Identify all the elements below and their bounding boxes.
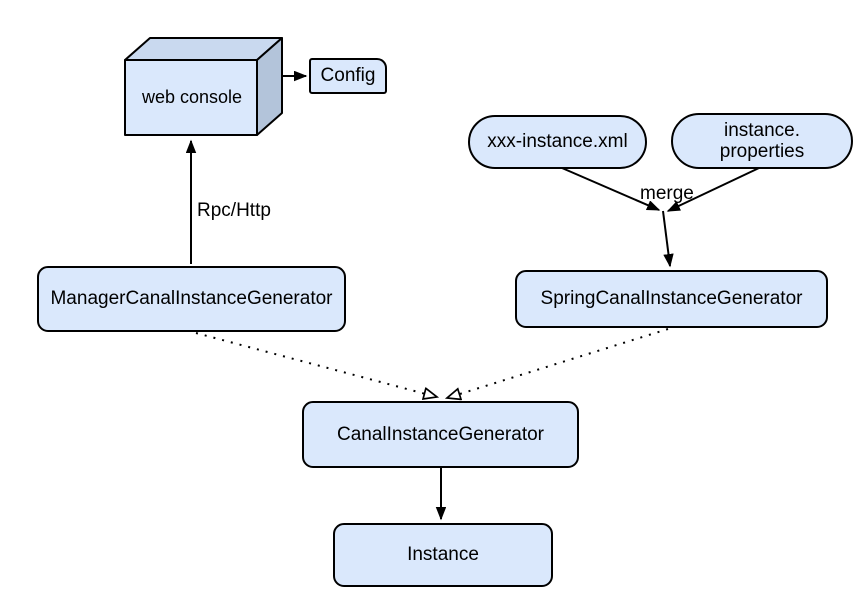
- web-console-cube-front: [124, 59, 258, 136]
- edge-spring-canal-generalization: [447, 328, 669, 398]
- node-xxx-instance-xml: xxx-instance.xml: [468, 115, 647, 169]
- node-spring-canal-instance-generator: SpringCanalInstanceGenerator: [515, 270, 828, 328]
- edge-xml-merge: [561, 167, 659, 211]
- web-console-cube: [124, 37, 283, 136]
- edge-label-merge: merge: [640, 183, 694, 204]
- node-config: Config: [309, 58, 387, 94]
- web-console-cube-top: [124, 37, 283, 61]
- node-instance: Instance: [333, 523, 553, 587]
- edge-merge-spring: [662, 210, 670, 266]
- node-manager-canal-instance-generator: ManagerCanalInstanceGenerator: [37, 266, 346, 332]
- node-web-console-label: web console: [141, 87, 243, 107]
- edge-manager-canal-generalization: [195, 332, 437, 397]
- node-canal-instance-generator: CanalInstanceGenerator: [302, 401, 579, 468]
- edge-properties-merge: [668, 167, 760, 212]
- node-instance-properties: instance. properties: [671, 113, 853, 169]
- edge-label-rpc-http: Rpc/Http: [197, 200, 271, 221]
